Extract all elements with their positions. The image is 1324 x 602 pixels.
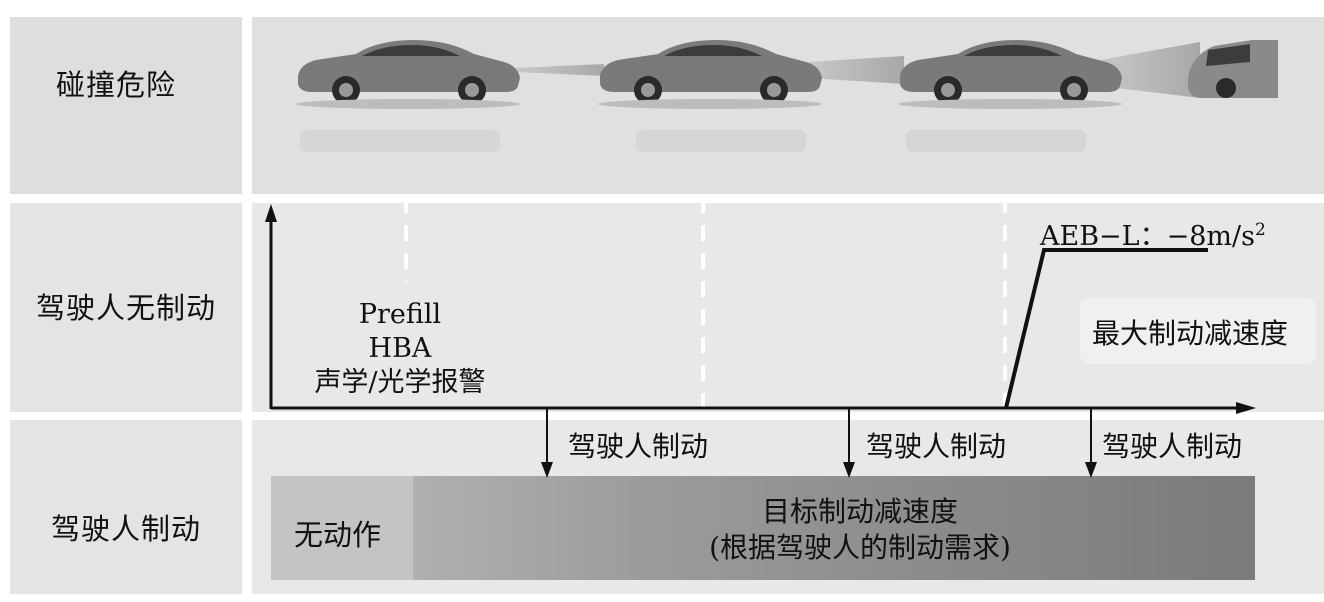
row-label-driver-no-brake: 驾驶人无制动 [35, 291, 216, 325]
detection-beam-1 [515, 64, 604, 76]
driver-brake-label-3: 驾驶人制动 [1102, 430, 1243, 463]
aeb-l-superscript: 2 [1254, 220, 1266, 240]
target-deceleration-bar [271, 476, 1255, 580]
y-axis-arrowhead [265, 204, 277, 222]
target-deceleration-line1: 目标制动减速度 [761, 495, 958, 528]
road-marking [636, 130, 806, 152]
no-action-segment [271, 476, 413, 580]
row-label-collision-risk: 碰撞危险 [55, 68, 176, 102]
car-icon-1 [296, 40, 520, 109]
row-label-driver-brake: 驾驶人制动 [50, 512, 201, 546]
car-icon-2 [598, 40, 822, 109]
aeb-l-text: AEB−L：−8m/s [1040, 221, 1255, 252]
driver-brake-arrow-1 [541, 408, 553, 478]
max-decel-box [1080, 298, 1316, 364]
prefill-label: Prefill [358, 299, 442, 330]
aeb-deceleration-curve [1004, 248, 1208, 409]
target-deceleration-label: 目标制动减速度 (根据驾驶人的制动需求) [600, 494, 1120, 566]
brake-row-label-cell [10, 420, 242, 594]
detection-beam-3 [1100, 42, 1200, 98]
driver-brake-arrow-2 [843, 408, 855, 478]
hba-label: HBA [368, 333, 432, 364]
aeb-l-label: AEB−L：−8m/s2 [1040, 214, 1266, 253]
car-icon-3 [898, 40, 1122, 109]
no-brake-row-label-cell [10, 203, 242, 412]
no-action-label: 无动作 [294, 518, 382, 552]
road-marking [906, 130, 1086, 152]
detection-beam-2 [808, 56, 904, 84]
road-marking [300, 130, 500, 152]
collision-row-label-cell [10, 17, 242, 194]
warning-stage-info: Prefill HBA 声学/光学报警 [290, 298, 510, 400]
driver-brake-label-1: 驾驶人制动 [568, 430, 709, 463]
driver-brake-arrow-3 [1085, 408, 1097, 478]
lead-car-icon [1188, 40, 1278, 98]
acoustic-optical-warning-label: 声学/光学报警 [314, 367, 486, 398]
max-deceleration-label: 最大制动减速度 [1092, 317, 1289, 350]
x-axis-arrowhead [1236, 402, 1256, 414]
target-deceleration-line2: (根据驾驶人的制动需求) [709, 531, 1011, 564]
driver-brake-label-2: 驾驶人制动 [866, 430, 1007, 463]
